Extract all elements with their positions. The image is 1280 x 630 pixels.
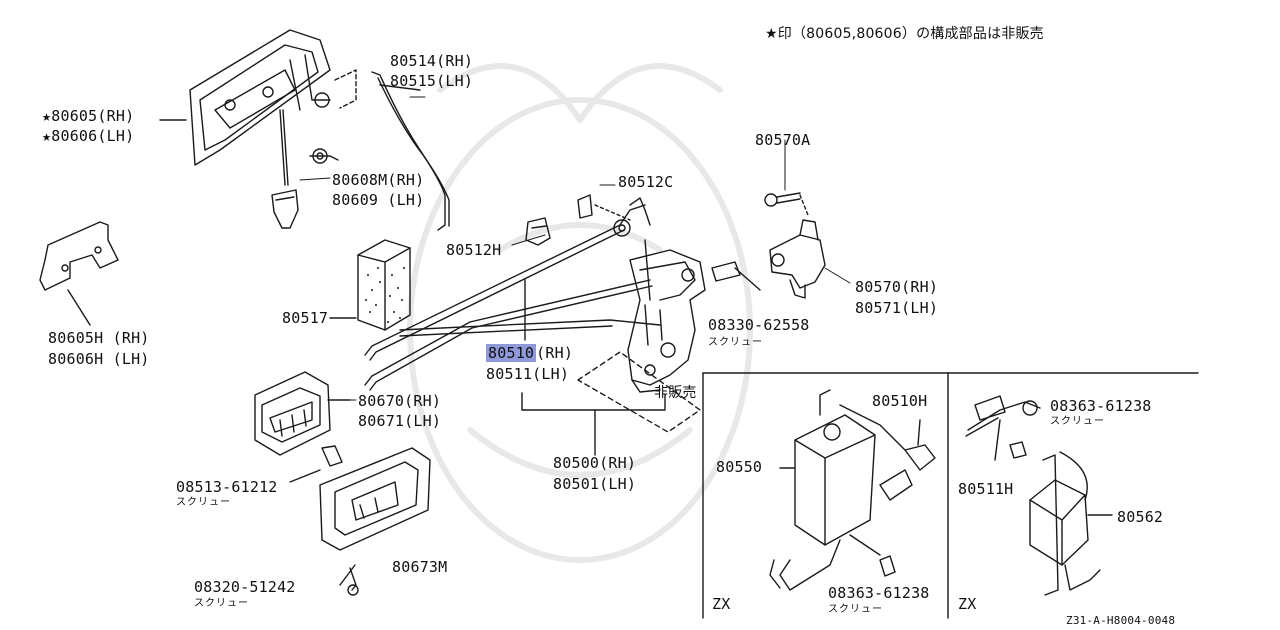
part-label-80670[interactable]: 80670(RH) bbox=[358, 392, 442, 410]
part-label-80510-highlight[interactable]: 80510 bbox=[486, 344, 537, 362]
part-label-80605h[interactable]: 80605H (RH) bbox=[48, 329, 150, 347]
part-label-80511h[interactable]: 80511H bbox=[958, 480, 1014, 498]
part-label-08363-a[interactable]: 08363-61238 bbox=[828, 584, 930, 602]
part-label-80511[interactable]: 80511(LH) bbox=[486, 365, 570, 383]
part-label-80606h[interactable]: 80606H (LH) bbox=[48, 350, 150, 368]
screw-caption-08330: スクリュー bbox=[708, 337, 763, 348]
screw-caption-08320: スクリュー bbox=[194, 598, 249, 609]
part-label-80515[interactable]: 80515(LH) bbox=[390, 72, 474, 90]
screw-caption-08513: スクリュー bbox=[176, 497, 231, 508]
module-80550 bbox=[769, 389, 876, 591]
part-label-80609[interactable]: 80609 (LH) bbox=[332, 191, 425, 209]
zx-detail-panels bbox=[702, 372, 1199, 619]
screw-08320 bbox=[339, 564, 359, 596]
part-label-08363-b[interactable]: 08363-61238 bbox=[1050, 397, 1152, 415]
screw-08330 bbox=[711, 261, 761, 291]
catalog-code: Z31-A-H8004-0048 bbox=[1066, 614, 1176, 627]
part-label-80550[interactable]: 80550 bbox=[716, 458, 763, 476]
screw-08513 bbox=[289, 445, 343, 483]
part-label-80512h[interactable]: 80512H bbox=[446, 241, 502, 259]
actuator-80562 bbox=[1009, 441, 1113, 596]
part-label-80517[interactable]: 80517 bbox=[282, 309, 329, 327]
screw-caption-08363-b: スクリュー bbox=[1050, 416, 1105, 427]
escutcheon-80673m bbox=[319, 447, 431, 551]
part-label-80608m[interactable]: 80608M(RH) bbox=[332, 171, 425, 189]
part-label-80514[interactable]: 80514(RH) bbox=[390, 52, 474, 70]
inside-handle-80670 bbox=[254, 371, 351, 456]
part-label-80510-row[interactable]: 80510(RH) bbox=[486, 344, 573, 362]
non-sale-tag: 非販売 bbox=[654, 385, 697, 401]
pad-80517 bbox=[329, 239, 411, 331]
part-label-80570[interactable]: 80570(RH) bbox=[855, 278, 939, 296]
outside-handle-80605 bbox=[159, 29, 331, 166]
part-label-80571[interactable]: 80571(LH) bbox=[855, 299, 939, 317]
rod-80511h bbox=[965, 395, 1041, 461]
part-label-80500[interactable]: 80500(RH) bbox=[553, 454, 637, 472]
part-label-08320[interactable]: 08320-51242 bbox=[194, 578, 296, 596]
rod-80514 bbox=[334, 69, 450, 231]
assembly-bracket-80500 bbox=[521, 351, 701, 456]
leader-lines bbox=[299, 96, 851, 401]
screw-80570a bbox=[764, 192, 809, 216]
part-label-80510h[interactable]: 80510H bbox=[872, 392, 928, 410]
clip-80512h bbox=[525, 217, 551, 246]
screw-caption-08363-a: スクリュー bbox=[828, 604, 883, 615]
non-sale-note: ★印（80605,80606）の構成部品は非販売 bbox=[765, 26, 1044, 42]
part-label-80673m[interactable]: 80673M bbox=[392, 558, 448, 576]
connector-80510h bbox=[839, 404, 936, 501]
screw-08363-a bbox=[849, 534, 896, 577]
part-label-80570a[interactable]: 80570A bbox=[755, 131, 811, 149]
bracket-80605h bbox=[39, 221, 119, 326]
part-label-08330[interactable]: 08330-62558 bbox=[708, 316, 810, 334]
part-label-80512c[interactable]: 80512C bbox=[618, 173, 674, 191]
variant-label-zx-right: ZX bbox=[958, 595, 977, 613]
part-label-80501[interactable]: 80501(LH) bbox=[553, 475, 637, 493]
part-label-80562[interactable]: 80562 bbox=[1117, 508, 1164, 526]
striker-80570 bbox=[769, 219, 826, 299]
part-label-80605[interactable]: ★80605(RH) bbox=[42, 107, 135, 125]
variant-label-zx-left: ZX bbox=[712, 595, 731, 613]
knob-80608m bbox=[271, 109, 339, 229]
part-label-80510-side: (RH) bbox=[536, 344, 574, 362]
part-label-80606[interactable]: ★80606(LH) bbox=[42, 127, 135, 145]
clip-80512c bbox=[577, 194, 651, 237]
part-label-80671[interactable]: 80671(LH) bbox=[358, 412, 442, 430]
part-label-08513[interactable]: 08513-61212 bbox=[176, 478, 278, 496]
lock-mechanism-80500 bbox=[627, 239, 706, 393]
